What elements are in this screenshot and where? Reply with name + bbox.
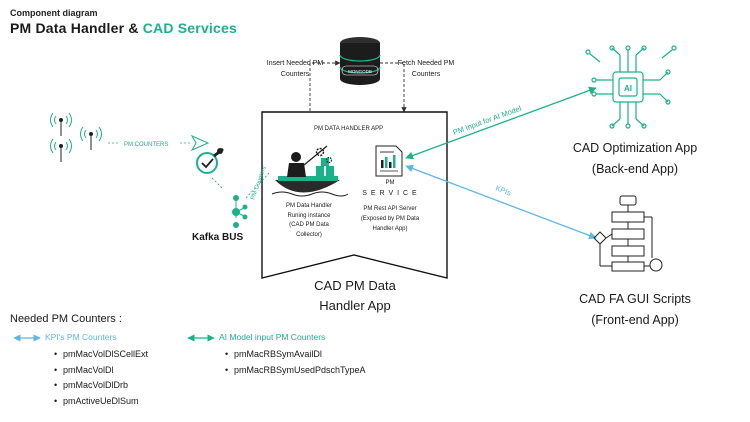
pm-service-icon [375, 145, 403, 177]
ai-counter-item: pmMacRBSymUsedPdschTypeA [225, 363, 366, 379]
legend-ai-label: AI Model input PM Counters [219, 332, 326, 342]
legend-heading: Needed PM Counters : [10, 313, 122, 325]
flow-dashes [211, 177, 223, 189]
kpi-counter-list: pmMacVolDlSCellExtpmMacVolDlpmMacVolDlDr… [54, 347, 148, 409]
legend-kpi-label: KPI's PM Counters [45, 332, 117, 342]
kpi-counter-item: pmMacVolDlSCellExt [54, 347, 148, 363]
service-word-label: S E R V I C E [362, 190, 418, 197]
collector-line4: Collector) [296, 231, 322, 238]
radio-tower-icon [50, 138, 72, 162]
gui-title: CAD FA GUI Scripts (Front-end App) [560, 289, 710, 331]
insert-label-line1: Insert Needed PM [266, 60, 324, 67]
ai-chip-label: AI [624, 84, 632, 93]
ai-input-link [405, 86, 597, 160]
optimization-title-line2: (Back-end App) [591, 162, 679, 176]
database-label: MONGODB [348, 69, 372, 74]
collector-icon [271, 145, 349, 197]
kpi-counter-item: pmActiveUeDlSum [54, 394, 148, 410]
pm-app-title-line2: Handler App [319, 298, 391, 313]
pm-app-title: CAD PM Data Handler App [285, 276, 425, 316]
gui-title-line2: (Front-end App) [591, 313, 679, 327]
title-main: PM Data Handler & [10, 20, 139, 36]
kafka-label: Kafka BUS [192, 232, 244, 243]
magnifier-check-icon [196, 147, 224, 174]
kafka-flow-dashes [245, 171, 271, 199]
collector-label: PM Data Handler Runing instance (CAD PM … [270, 202, 348, 240]
ai-chip-icon [585, 45, 677, 129]
collector-line3: (CAD PM Data [289, 222, 329, 228]
kafka-icon [232, 195, 248, 228]
service-description: PM Rest API Server (Exposed by PM Data H… [348, 204, 432, 234]
diagram-subtitle: Component diagram [10, 8, 98, 18]
ai-input-link-label: PM Input for AI Model [452, 104, 523, 137]
insert-label-line2: Counters [280, 71, 310, 78]
pm-app-title-line1: CAD PM Data [314, 278, 396, 293]
insert-arrow [309, 60, 341, 112]
kpi-link-label: KPIs [494, 183, 512, 197]
radio-tower-icon [50, 112, 72, 136]
service-pm-label: PM [385, 180, 395, 186]
pm-counters-flow-label: PM COUNTERS [124, 142, 168, 148]
service-line3: Handler App) [372, 226, 408, 232]
radio-tower-icon [80, 126, 102, 150]
ai-counter-item: pmMacRBSymAvailDl [225, 347, 366, 363]
kpi-counter-item: pmMacVolDlDrb [54, 378, 148, 394]
diagram-title: PM Data Handler & CAD Services [10, 20, 237, 36]
gui-title-line1: CAD FA GUI Scripts [579, 292, 691, 306]
ai-counter-list: pmMacRBSymAvailDlpmMacRBSymUsedPdschType… [225, 347, 366, 378]
service-line2: (Exposed by PM Data [360, 216, 420, 222]
paper-plane-icon [190, 134, 210, 152]
collector-line2: Runing instance [287, 212, 331, 219]
pm-app-frame-label: PM DATA HANDLER APP [314, 126, 383, 132]
kpi-counter-item: pmMacVolDl [54, 363, 148, 379]
fetch-label-line1: Fetch Needed PM [397, 60, 455, 67]
fetch-label: Fetch Needed PM Counters [386, 58, 466, 80]
database-icon [339, 37, 381, 85]
flowchart-icon [593, 195, 663, 272]
kpi-link [405, 164, 597, 240]
service-line1: PM Rest API Server [363, 206, 417, 212]
optimization-title-line1: CAD Optimization App [572, 141, 698, 155]
collector-line1: PM Data Handler [285, 203, 333, 209]
optimization-title: CAD Optimization App (Back-end App) [560, 138, 710, 180]
fetch-arrow [380, 62, 407, 113]
title-accent: CAD Services [142, 20, 237, 36]
fetch-label-line2: Counters [411, 71, 441, 78]
insert-label: Insert Needed PM Counters [255, 58, 335, 80]
